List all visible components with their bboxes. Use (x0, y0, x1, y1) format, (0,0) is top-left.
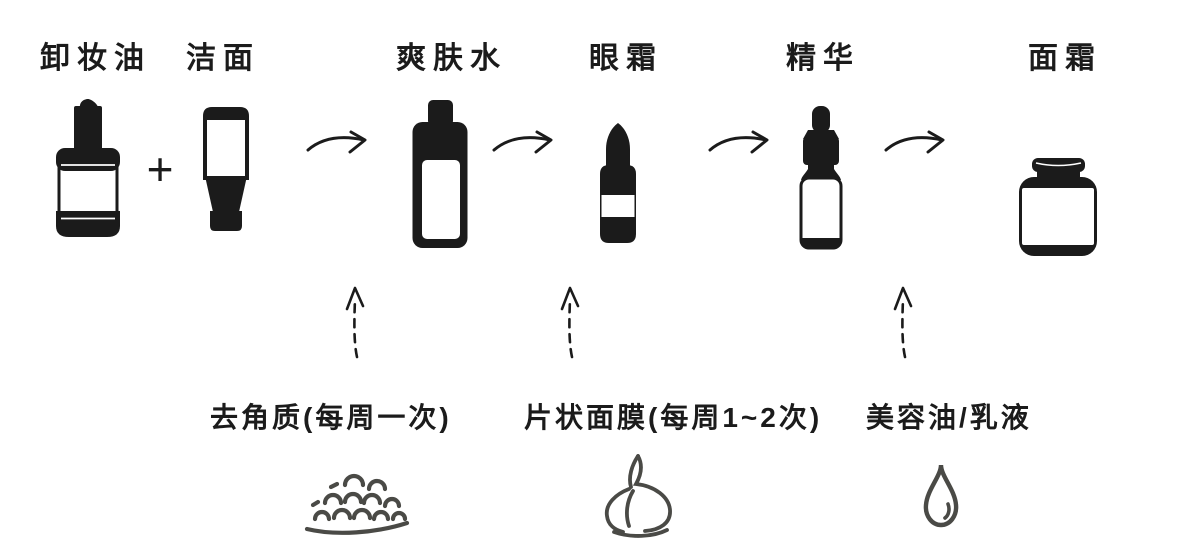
dashed-up-arrow-icon (345, 286, 365, 359)
curved-right-arrow-icon (884, 130, 945, 154)
step-label-face-cream: 面霜 (1028, 42, 1102, 75)
curved-right-arrow-icon (492, 130, 553, 154)
pump-bottle-icon (56, 99, 120, 237)
cleanser-tube-icon (203, 107, 249, 231)
dashed-up-arrow-icon (893, 286, 913, 359)
toner-bottle-icon (412, 100, 468, 248)
optional-label-exfoliate: 去角质(每周一次) (210, 402, 452, 433)
scrub-granules-icon (304, 473, 410, 535)
cream-jar-icon (1019, 158, 1097, 256)
optional-label-sheet-mask: 片状面膜(每周1~2次) (524, 402, 823, 433)
dropper-bottle-icon (799, 106, 843, 250)
curved-right-arrow-icon (708, 130, 769, 154)
optional-label-oil-lotion: 美容油/乳液 (866, 402, 1032, 433)
dashed-up-arrow-icon (560, 286, 580, 359)
step-label-eye-cream: 眼霜 (589, 42, 663, 75)
step-label-cleanser: 洁面 (186, 42, 260, 75)
curved-right-arrow-icon (306, 130, 367, 154)
step-label-essence: 精华 (786, 42, 860, 75)
plus-sign: + (146, 143, 174, 195)
step-label-toner: 爽肤水 (396, 42, 507, 75)
step-label-cleansing-oil: 卸妆油 (40, 42, 151, 75)
eye-cream-stick-icon (600, 123, 636, 243)
sheet-mask-icon (604, 454, 672, 538)
oil-drop-icon (923, 464, 959, 528)
